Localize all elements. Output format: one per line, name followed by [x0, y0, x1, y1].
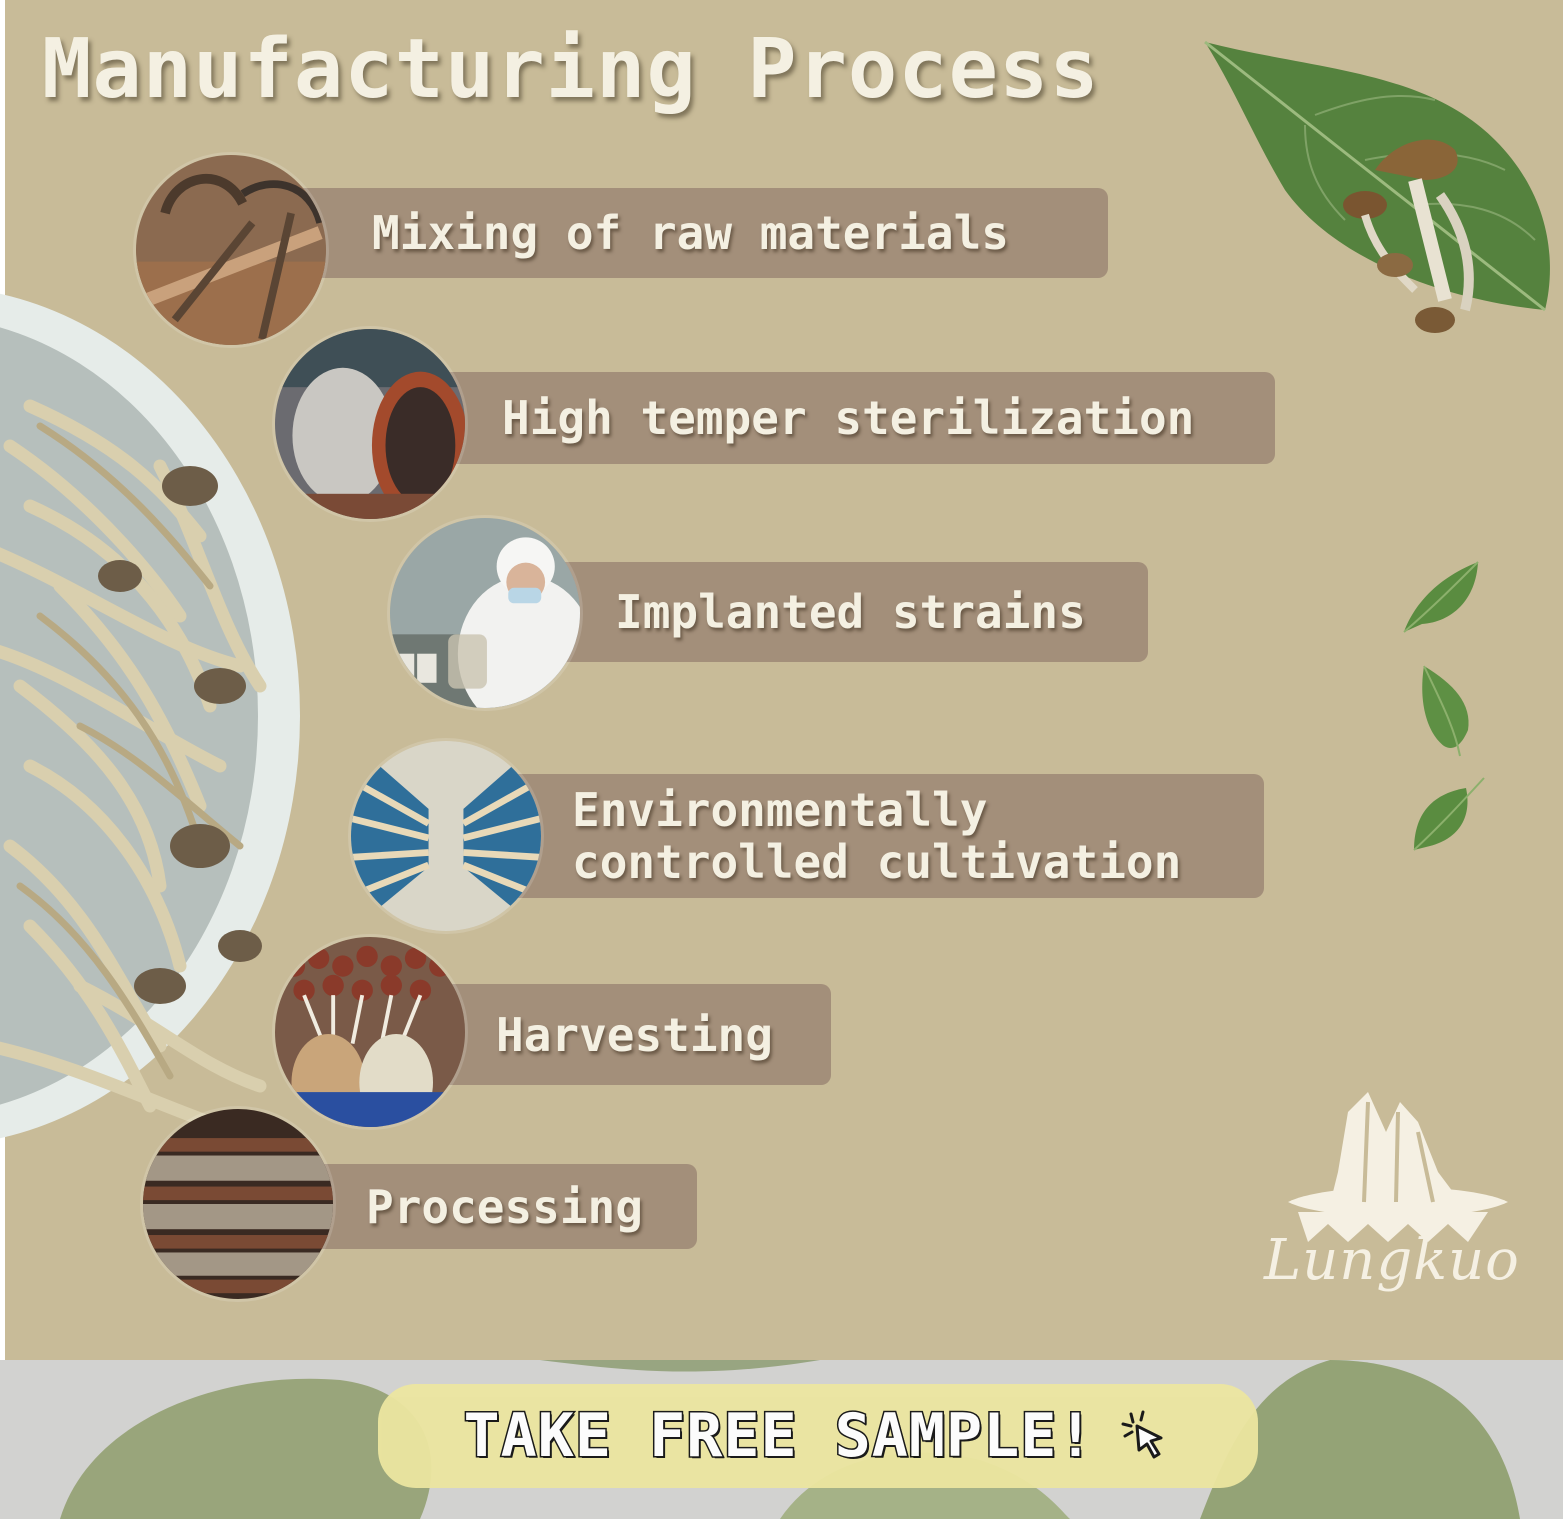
step-label: Implanted strains	[615, 585, 1086, 639]
autoclave-photo	[272, 326, 468, 522]
step-label: Harvesting	[496, 1007, 773, 1062]
mixing-machine-photo	[133, 152, 329, 348]
take-free-sample-button[interactable]: TAKE FREE SAMPLE!	[378, 1384, 1258, 1488]
step-mixing: Mixing of raw materials	[290, 188, 1108, 278]
cultivation-shelves-photo	[348, 738, 544, 934]
step-harvesting: Harvesting	[430, 984, 831, 1085]
step-label: Environmentally controlled cultivation	[572, 783, 1182, 889]
small-leaf-icon	[1413, 777, 1485, 851]
mushroom-bowl-image	[0, 293, 300, 1139]
step-label: Mixing of raw materials	[372, 206, 1009, 260]
cta-label: TAKE FREE SAMPLE!	[462, 1400, 1095, 1473]
step-label: Processing	[366, 1179, 643, 1234]
mushroom-bottles-photo	[272, 934, 468, 1130]
leaf-mushroom-icon	[1204, 40, 1550, 333]
step-label: High temper sterilization	[502, 391, 1195, 445]
step-cultivation: Environmentally controlled cultivation	[506, 774, 1264, 898]
brand-name: Lungkuo	[1264, 1228, 1520, 1293]
mountain-logo-icon	[1288, 1092, 1508, 1242]
drying-racks-photo	[140, 1106, 336, 1302]
step-processing: Processing	[300, 1164, 697, 1249]
step-sterilization: High temper sterilization	[430, 372, 1275, 464]
step-implanted-strains: Implanted strains	[545, 562, 1148, 662]
small-leaf-icon	[1403, 561, 1479, 633]
small-leaf-icon	[1422, 665, 1469, 757]
pointer-click-icon	[1121, 1410, 1163, 1459]
page-title: Manufacturing Process	[42, 22, 1100, 117]
lab-worker-photo	[387, 515, 583, 711]
